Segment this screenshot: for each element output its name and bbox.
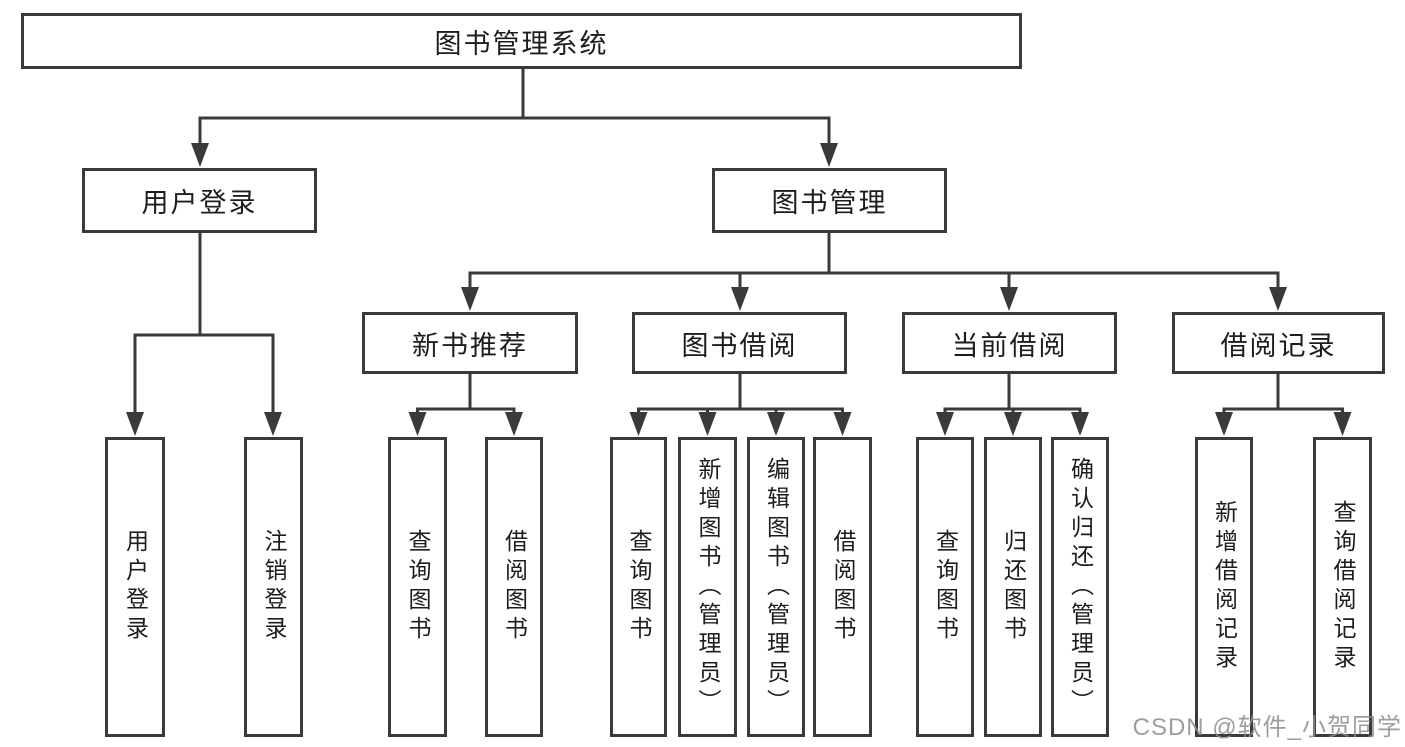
- leaf-query-borrow-record: 查询借阅记录: [1313, 437, 1372, 737]
- node-label: 新书推荐: [412, 330, 528, 361]
- leaf-label: 查询图书: [626, 529, 652, 645]
- leaf-label: 查询借阅记录: [1330, 500, 1356, 674]
- leaf-query-books-current: 查询图书: [916, 437, 974, 737]
- leaf-label: 新增借阅记录: [1211, 500, 1238, 674]
- node-current-borrowing: 当前借阅: [902, 312, 1117, 374]
- leaf-label: 查询图书: [932, 529, 959, 645]
- node-label: 图书借阅: [681, 330, 798, 361]
- node-label: 借阅记录: [1220, 330, 1337, 361]
- leaf-add-book-admin: 新增图书（管理员）: [678, 437, 737, 737]
- leaf-label: 编辑图书（管理员）: [763, 456, 790, 718]
- leaf-label: 用户登录: [122, 529, 149, 645]
- leaf-query-books-borrowing: 查询图书: [610, 437, 667, 737]
- leaf-label: 借阅图书: [830, 529, 856, 645]
- leaf-edit-book-admin: 编辑图书（管理员）: [747, 437, 805, 737]
- node-book-management: 图书管理: [712, 168, 947, 233]
- leaf-label: 归还图书: [1000, 529, 1027, 645]
- leaf-borrow-books-recommend: 借阅图书: [485, 437, 543, 737]
- node-label: 用户登录: [141, 188, 258, 218]
- leaf-label: 注销登录: [261, 529, 287, 645]
- node-label: 图书管理: [771, 188, 888, 218]
- leaf-query-books-recommend: 查询图书: [388, 437, 447, 737]
- leaf-label: 借阅图书: [501, 529, 528, 645]
- leaf-logout: 注销登录: [244, 437, 303, 737]
- node-label: 图书管理系统: [434, 28, 609, 59]
- node-borrowing-records: 借阅记录: [1172, 312, 1385, 374]
- arrowheads: [126, 143, 1352, 436]
- leaf-label: 查询图书: [405, 529, 431, 645]
- watermark: CSDN @软件_小贺同学: [1132, 714, 1402, 741]
- node-book-management-system: 图书管理系统: [21, 13, 1022, 69]
- leaf-label: 确认归还（管理员）: [1067, 456, 1094, 718]
- leaf-user-login: 用户登录: [105, 437, 165, 737]
- leaf-borrow-books: 借阅图书: [813, 437, 872, 737]
- leaf-add-borrow-record: 新增借阅记录: [1195, 437, 1253, 737]
- node-user-login: 用户登录: [82, 168, 317, 233]
- leaf-confirm-return-admin: 确认归还（管理员）: [1051, 437, 1109, 737]
- node-book-borrowing: 图书借阅: [632, 312, 847, 374]
- leaf-return-books: 归还图书: [984, 437, 1042, 737]
- leaf-label: 新增图书（管理员）: [695, 456, 721, 718]
- node-label: 当前借阅: [951, 330, 1068, 361]
- node-new-book-recommendation: 新书推荐: [362, 312, 578, 374]
